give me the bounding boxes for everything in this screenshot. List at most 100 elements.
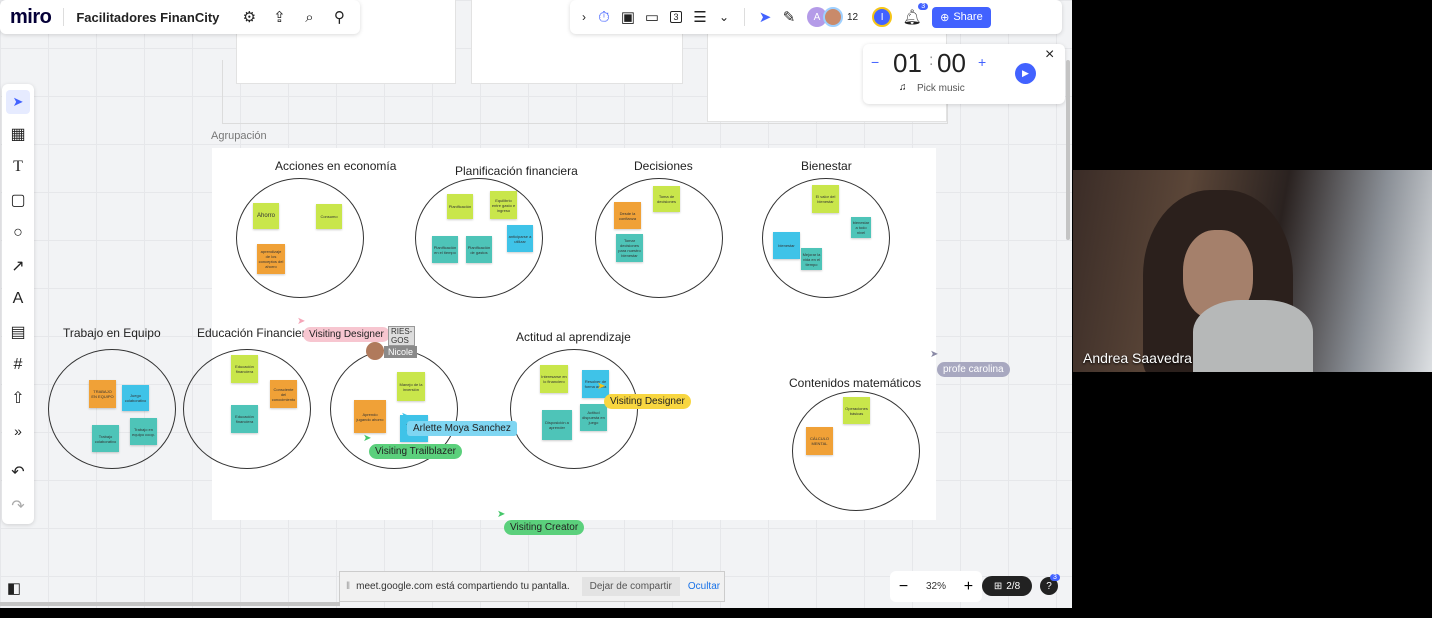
chevron-right-icon[interactable]: › [582, 10, 586, 24]
sticky-note[interactable]: Tomar decisiones para nuestro bienestar [616, 234, 643, 262]
sticky-note[interactable]: Juego colaborativo [122, 385, 149, 411]
frame-icon[interactable]: # [13, 356, 23, 373]
gear-icon[interactable]: ⚙ [242, 9, 257, 26]
timer-icon[interactable]: ⏱ [598, 8, 610, 26]
select-icon[interactable]: ➤ [6, 90, 30, 114]
undo-icon[interactable]: ↶ [11, 464, 25, 481]
miro-board[interactable]: miro Facilitadores FinanCity ⚙ ⇪ ⌕ ⚲ › ⏱… [0, 0, 1072, 608]
sticky-note[interactable]: Educación financiera [231, 355, 258, 383]
bell-icon[interactable]: 🔔︎3 [900, 3, 929, 29]
miro-logo[interactable]: miro [10, 5, 52, 28]
sticky-note[interactable]: TRABAJO EN EQUIPO [89, 380, 116, 408]
sticky-note[interactable]: Disposición a aprender [542, 410, 572, 440]
hide-button[interactable]: Ocultar [687, 581, 721, 592]
sticky-note[interactable]: aprendizaje de los conceptos del ahorro [257, 244, 285, 274]
comment-icon[interactable]: ▤ [10, 324, 26, 341]
sticky-note[interactable]: Equilibrio entre gasto e ingreso [490, 191, 517, 219]
sticky-note[interactable]: Consciente del conocimiento [270, 380, 297, 408]
stop-sharing-button[interactable]: Dejar de compartir [581, 577, 680, 596]
group-title: Trabajo en Equipo [63, 326, 161, 340]
shapes-icon[interactable]: ○ [13, 224, 23, 241]
zoom-out-button[interactable]: − [898, 577, 909, 595]
group-circle[interactable] [236, 178, 364, 298]
sticky-note[interactable]: Planificación [447, 194, 473, 219]
sticky-note[interactable]: Planificación de gastos [466, 236, 492, 263]
panel-toggle-icon[interactable]: ◧ [6, 580, 22, 597]
sticky-note[interactable]: Resolver de forma activa [582, 370, 609, 398]
sticky-note-icon[interactable]: ▢ [10, 192, 26, 209]
sticky-note[interactable]: Toma de decisiones [653, 186, 680, 212]
cursor-label: Visiting Designer [303, 327, 390, 342]
sticky-note[interactable]: Interesarse en lo financiero [540, 365, 568, 393]
counter-icon[interactable]: 3 [664, 5, 688, 29]
group-circle[interactable] [792, 391, 920, 511]
text-icon[interactable]: T [13, 158, 23, 175]
close-icon[interactable]: × [1045, 46, 1055, 63]
help-icon[interactable]: ? [1040, 577, 1058, 595]
timer-minus-button[interactable]: − [871, 54, 880, 70]
notes-icon[interactable]: ☰ [693, 9, 707, 26]
top-right-toolbar: › ⏱ ▣ ▭ 3 ☰ ⌄ ➤ ✎ A 12 I 🔔︎3 ⊕Share [570, 0, 1062, 34]
sticky-note[interactable]: Trabajo colaborativo [92, 425, 119, 452]
magic-icon[interactable]: ⚲ [333, 9, 345, 26]
arrow-icon[interactable]: ↗ [11, 258, 25, 275]
sticky-note[interactable]: Mejorar la vida en el tiempo [801, 248, 822, 270]
user-avatar[interactable]: I [872, 7, 893, 27]
sticky-note[interactable]: El valor del bienestar [812, 185, 839, 213]
sticky-note[interactable]: bienestar a todo nivel [851, 217, 871, 238]
group-circle[interactable] [415, 178, 543, 298]
sticky-note[interactable]: Consumo [316, 204, 342, 229]
sticky-note[interactable]: Operaciones básicas [843, 397, 870, 424]
group-circle[interactable] [48, 349, 176, 469]
timer-seconds[interactable]: 00 [937, 48, 966, 78]
more-tools-icon[interactable]: » [14, 423, 22, 439]
sticky-note[interactable]: anticiparse a utilizar [507, 225, 533, 252]
timer-plus-button[interactable]: + [978, 54, 987, 70]
sticky-note[interactable]: Desde la confianza [614, 202, 641, 229]
sticky-note[interactable]: Trabajo en equipo coop. [130, 418, 157, 445]
zoom-in-button[interactable]: + [963, 577, 974, 595]
avatar [366, 342, 384, 360]
search-icon[interactable]: ⌕ [305, 8, 314, 26]
sticky-note[interactable]: Manejo de la inversión [397, 372, 425, 401]
more-chevron-icon[interactable]: ⌄ [718, 10, 730, 24]
sticky-note[interactable]: Ahorro [253, 203, 279, 229]
upload-board-icon[interactable]: ⇧ [11, 390, 25, 407]
zoom-level[interactable]: 32% [925, 581, 946, 592]
redo-icon[interactable]: ↷ [11, 498, 25, 515]
sticky-note[interactable]: bienestar [773, 232, 800, 259]
comment-board-icon[interactable]: ▭ [644, 9, 660, 26]
drag-handle-icon[interactable]: ‖ [346, 581, 351, 592]
participant-shirt [1193, 300, 1313, 372]
frame-label[interactable]: Agrupación [211, 130, 267, 142]
group-circle[interactable] [183, 349, 311, 469]
collaborator-count[interactable]: 12 [847, 11, 859, 23]
pick-music[interactable]: Pick music [917, 83, 965, 94]
pen-icon[interactable]: Α [12, 290, 24, 307]
sticky-note[interactable]: Planificación en el tiempo [432, 236, 458, 263]
participant-video[interactable]: Andrea Saavedra [1073, 170, 1432, 372]
reactions-icon[interactable]: ✎ [782, 9, 796, 26]
sticky-note[interactable]: Educación financiera [231, 405, 258, 433]
top-left-toolbar: miro Facilitadores FinanCity ⚙ ⇪ ⌕ ⚲ [0, 0, 360, 34]
sticky-note[interactable]: Actitud dispuesta en juego [580, 404, 607, 431]
vertical-scrollbar[interactable] [1066, 60, 1070, 240]
sticky-note[interactable]: Aprendo jugando ahorro [354, 400, 386, 433]
group-circle[interactable] [762, 178, 890, 298]
timer-minutes[interactable]: 01 [893, 48, 922, 78]
group-circle[interactable] [510, 349, 638, 469]
avatar-photo[interactable] [823, 7, 843, 27]
sticky-add-icon[interactable]: ▣ [620, 9, 636, 26]
share-button[interactable]: ⊕Share [932, 6, 991, 28]
templates-icon[interactable]: ▦ [10, 126, 26, 143]
group-circle[interactable] [595, 178, 723, 298]
play-button[interactable]: ▶ [1015, 63, 1036, 84]
share-status-text: meet.google.com está compartiendo tu pan… [356, 581, 570, 592]
avatar-a[interactable]: A [807, 7, 827, 27]
pages-button[interactable]: ⊞2/8 [982, 576, 1032, 596]
sticky-note[interactable]: CÁLCULO MENTAL [806, 427, 833, 455]
notification-badge: 3 [918, 3, 929, 10]
cursor-flag-icon[interactable]: ➤ [758, 9, 772, 26]
upload-icon[interactable]: ⇪ [273, 9, 286, 26]
board-name[interactable]: Facilitadores FinanCity [76, 9, 220, 25]
